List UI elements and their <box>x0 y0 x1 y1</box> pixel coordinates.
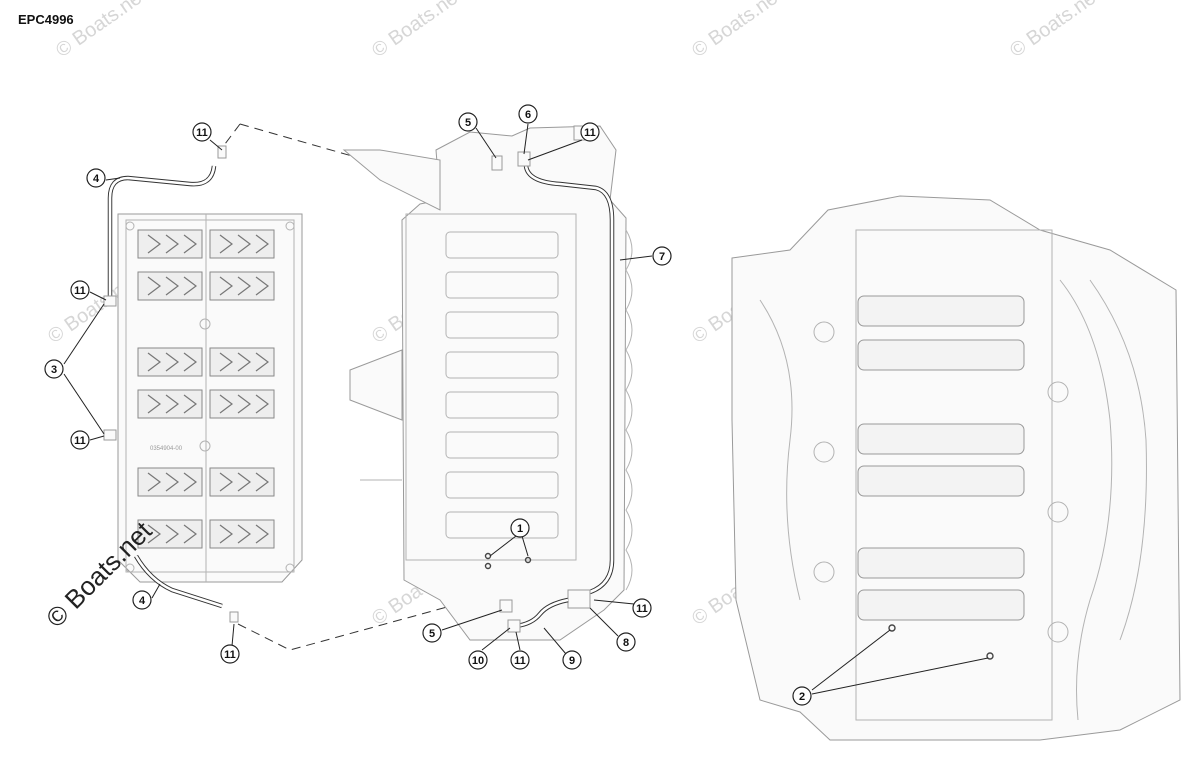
callout-9: 9 <box>562 650 582 670</box>
cylinder-block <box>731 195 1181 741</box>
reed-petal <box>137 389 203 419</box>
reed-petal <box>137 229 203 259</box>
callout-11: 11 <box>70 280 90 300</box>
svg-text:3: 3 <box>51 364 57 376</box>
svg-text:1: 1 <box>517 523 523 535</box>
fitting-3-upper <box>103 295 117 307</box>
callout-2: 2 <box>792 686 812 706</box>
reed-petal <box>209 467 275 497</box>
fitting-10 <box>507 619 521 633</box>
fitting-3-lower <box>103 429 117 441</box>
callout-11: 11 <box>70 430 90 450</box>
fitting-5-bottom <box>499 599 513 613</box>
clamp-11-bottom <box>229 611 239 623</box>
callout-3: 3 <box>44 359 64 379</box>
fitting-5-top <box>491 155 503 171</box>
plate-part-label: 0354904-00 <box>150 446 183 452</box>
svg-text:11: 11 <box>196 127 208 139</box>
svg-text:2: 2 <box>799 691 805 703</box>
callout-11: 11 <box>220 644 240 664</box>
callout-11: 11 <box>580 122 600 142</box>
svg-text:4: 4 <box>93 173 100 185</box>
callout-7: 7 <box>652 246 672 266</box>
svg-text:10: 10 <box>472 655 484 667</box>
svg-text:4: 4 <box>139 595 146 607</box>
callout-10: 10 <box>468 650 488 670</box>
svg-text:11: 11 <box>224 649 236 661</box>
svg-text:11: 11 <box>584 127 596 139</box>
connector-8 <box>567 589 591 609</box>
reed-petal <box>137 519 203 549</box>
leader-lines <box>63 123 989 695</box>
callout-4: 4 <box>132 590 152 610</box>
svg-text:8: 8 <box>623 637 629 649</box>
svg-text:7: 7 <box>659 251 665 263</box>
svg-text:5: 5 <box>429 628 435 640</box>
callout-6: 6 <box>518 104 538 124</box>
svg-text:11: 11 <box>514 655 526 667</box>
callout-8: 8 <box>616 632 636 652</box>
svg-text:9: 9 <box>569 655 575 667</box>
callout-5: 5 <box>458 112 478 132</box>
reed-petal <box>137 271 203 301</box>
callout-11: 11 <box>510 650 530 670</box>
clamp-11-top <box>217 145 227 159</box>
callout-11: 11 <box>632 598 652 618</box>
reed-petal <box>209 347 275 377</box>
callouts: 11 4 11 3 11 4 11 5 6 11 7 1 5 10 11 9 8 11 2 <box>44 104 812 706</box>
reed-petal <box>209 389 275 419</box>
svg-text:5: 5 <box>465 117 471 129</box>
callout-1: 1 <box>510 518 530 538</box>
callout-5: 5 <box>422 623 442 643</box>
svg-text:11: 11 <box>74 435 86 447</box>
reed-petal <box>209 519 275 549</box>
svg-text:11: 11 <box>74 285 86 297</box>
reed-petal <box>137 467 203 497</box>
reed-petal <box>209 271 275 301</box>
fitting-6 <box>517 151 531 167</box>
crankcase-cover <box>342 125 633 641</box>
routing-line-lower <box>237 597 499 651</box>
reed-blocks <box>137 229 275 549</box>
reed-petal <box>209 229 275 259</box>
svg-text:6: 6 <box>525 109 531 121</box>
diagram-code: EPC4996 <box>18 12 74 27</box>
callout-4: 4 <box>86 168 106 188</box>
reed-petal <box>137 347 203 377</box>
svg-text:11: 11 <box>636 603 648 615</box>
callout-11: 11 <box>192 122 212 142</box>
